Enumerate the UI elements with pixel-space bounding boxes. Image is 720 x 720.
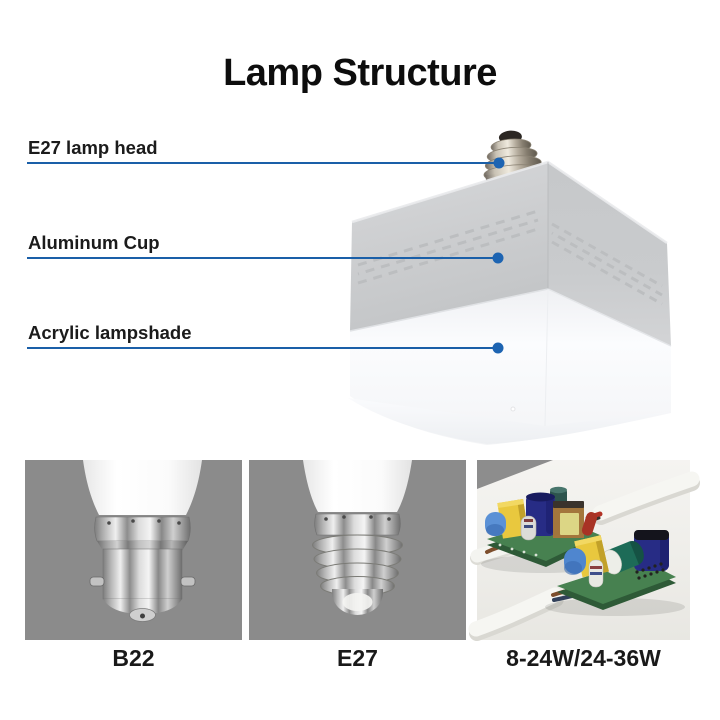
acrylic-lampshade-bottom-face bbox=[348, 398, 670, 444]
blue-capacitor bbox=[485, 512, 506, 536]
power-cable-bottom bbox=[468, 587, 563, 637]
driver-module-2 bbox=[545, 530, 685, 616]
aluminum-cup-right-face bbox=[548, 162, 671, 346]
callout-label-lamp-head: E27 lamp head bbox=[28, 137, 158, 158]
power-cable-top bbox=[592, 471, 700, 521]
bulb-dome bbox=[303, 460, 412, 512]
cube-lamp-photo bbox=[348, 130, 672, 445]
panel-driver-gray-wedge bbox=[477, 460, 553, 489]
pin-header bbox=[635, 562, 665, 580]
navy-capacitor bbox=[634, 530, 669, 571]
transformer-brown bbox=[553, 501, 584, 538]
callout-label-lampshade: Acrylic lampshade bbox=[28, 322, 192, 343]
acrylic-lampshade-body bbox=[350, 289, 671, 445]
callout-dot-lamp-head bbox=[493, 157, 505, 169]
teal-capacitor bbox=[602, 540, 644, 575]
bulb-dome bbox=[83, 460, 202, 515]
led-driver-photo bbox=[468, 471, 700, 641]
callout-dot-aluminum-cup bbox=[492, 252, 504, 264]
variant-label-driver: 8-24W/24-36W bbox=[506, 645, 661, 671]
b22-bulb-photo bbox=[83, 460, 202, 622]
screw-threads bbox=[312, 534, 403, 596]
callout-lines bbox=[27, 157, 505, 354]
bayonet-pin-right bbox=[180, 576, 196, 587]
red-component bbox=[581, 512, 598, 536]
variant-label-b22: B22 bbox=[112, 645, 155, 671]
callout-label-aluminum-cup: Aluminum Cup bbox=[28, 232, 160, 253]
page-title: Lamp Structure bbox=[223, 52, 497, 94]
variant-label-e27: E27 bbox=[337, 645, 378, 671]
white-striped-capacitor bbox=[588, 559, 604, 588]
white-capacitor bbox=[520, 515, 537, 541]
e27-bulb-photo bbox=[303, 460, 412, 615]
bayonet-pin-left bbox=[89, 576, 105, 587]
vent-dash-texture bbox=[357, 209, 663, 306]
blue-capacitor bbox=[564, 548, 586, 575]
callout-dot-lampshade bbox=[492, 342, 504, 354]
